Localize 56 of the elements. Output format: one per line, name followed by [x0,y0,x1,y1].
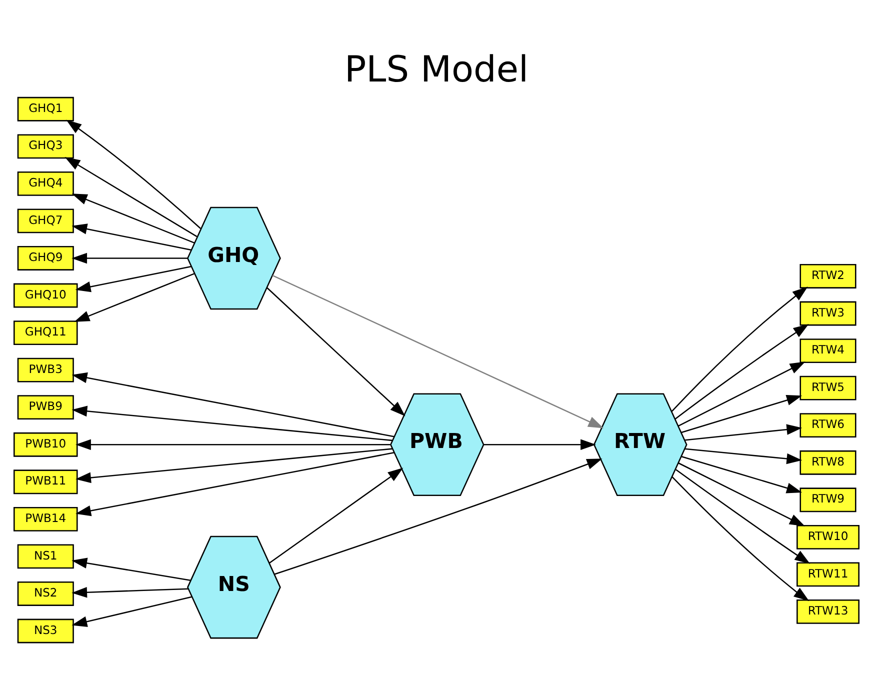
node-box: GHQ9 [16,246,74,270]
node-box: PWB9 [16,394,74,420]
arrow [71,372,394,437]
arrow [71,405,392,441]
arrow [675,468,810,564]
arrow [274,458,602,574]
node-box: RTW2 [799,264,856,288]
arrow [684,424,802,440]
node-box: RTW6 [799,412,856,438]
node-box: RTW5 [799,375,856,400]
node-box: GHQ7 [16,208,74,233]
arrow [75,438,390,450]
arrow [75,452,394,516]
node-box: GHQ1 [16,96,74,121]
node-box: RTW4 [799,338,856,362]
node-box: RTW11 [796,562,859,586]
arrow [71,223,191,250]
node-box: PWB14 [13,506,78,531]
arrow [268,467,403,564]
node-box: PWB10 [13,432,78,456]
node-box: GHQ10 [13,282,78,308]
node-box: RTW13 [796,599,859,624]
node-box: RTW9 [799,487,856,512]
node-box: RTW3 [799,300,856,326]
node-box: GHQ11 [13,320,78,344]
arrow [678,462,804,526]
node-box: PWB3 [16,357,74,382]
node-box: GHQ4 [16,170,74,196]
arrow [66,119,200,228]
arrow [71,586,188,598]
diagram-title: PLS Model [344,48,528,90]
node-box: GHQ3 [16,134,74,158]
arrow [75,448,392,483]
arrow [71,193,194,243]
node-box: NS1 [16,544,74,568]
arrow [670,286,808,412]
arrow [71,252,187,264]
arrow [71,557,190,580]
arrow [677,361,805,426]
node-box: NS2 [16,581,74,606]
arrow [680,455,802,493]
arrow [680,394,802,433]
arrow [74,272,194,322]
arrow [64,156,197,237]
arrow [272,274,604,428]
arrow [266,286,405,416]
node-box: RTW10 [796,524,859,549]
arrow [71,596,192,626]
arrow [674,324,808,420]
node-box: RTW8 [799,450,856,474]
node-box: NS3 [16,618,74,643]
arrow [684,448,802,464]
node-box: PWB11 [13,469,78,494]
arrow [671,476,809,601]
arrow [483,438,596,450]
arrow [74,265,191,292]
